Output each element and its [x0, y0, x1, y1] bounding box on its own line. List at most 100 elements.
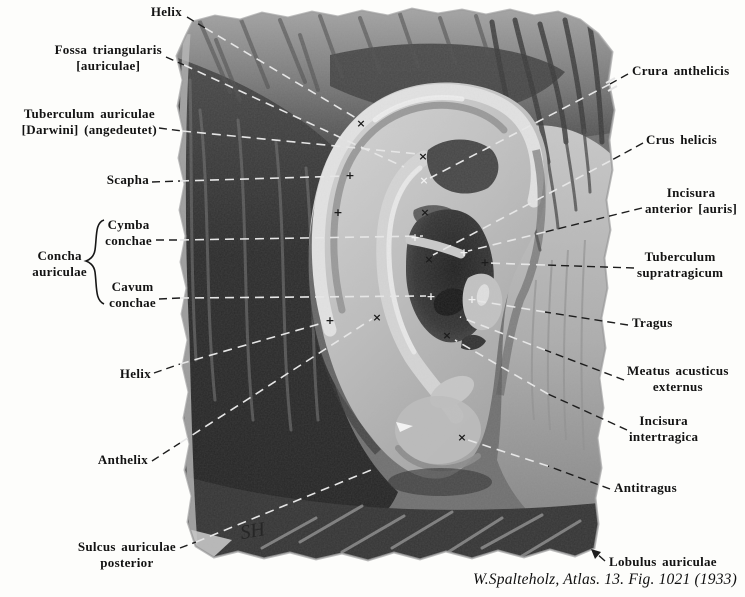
label-helix-top: Helix: [151, 4, 182, 20]
leader-cavum-light: [179, 295, 427, 299]
leader-incisura-anterior-light: [467, 231, 546, 252]
label-crura-anthelicis: Crura anthelicis: [632, 63, 729, 79]
leader-lobulus-dark: [595, 552, 606, 562]
leader-scapha-dark: [151, 180, 181, 183]
label-line: [Darwini] (angedeutet): [21, 121, 157, 137]
leader-sulcus-light: [195, 467, 377, 543]
label-line: externus: [652, 378, 703, 394]
leader-meatus-light: [459, 316, 546, 351]
label-line: Concha: [37, 248, 82, 263]
lobulus-arrowhead: [591, 549, 601, 559]
label-line: Helix: [150, 4, 182, 19]
leader-crura-light: [429, 83, 611, 179]
label-antitragus: Antitragus: [614, 480, 677, 496]
leader-tuberculum-supratragicum-dark: [544, 264, 635, 269]
leader-cymba-light: [179, 235, 424, 241]
label-line: Sulcus auriculae: [77, 539, 176, 554]
label-line: Lobulus auriculae: [609, 554, 717, 569]
label-helix-lower: Helix: [120, 366, 151, 382]
label-incisura-intertragica: Incisura intertragica: [629, 413, 698, 445]
marker-x: ×: [419, 174, 428, 187]
label-line: Tuberculum auriculae: [23, 106, 155, 121]
leader-sulcus-dark: [179, 541, 197, 549]
label-line: conchae: [105, 232, 152, 248]
torn-outline: [176, 8, 615, 561]
label-cymba-conchae: Cymba conchae: [105, 217, 152, 249]
leader-anthelix-light: [179, 318, 373, 444]
leader-cavum-dark: [158, 297, 181, 300]
marker-x: ×: [442, 329, 451, 342]
marker-plus: +: [410, 231, 419, 244]
leader-meatus-dark: [544, 349, 625, 381]
leader-incisura-intertragica-dark: [547, 393, 628, 431]
leader-scapha-light: [179, 175, 346, 182]
marker-plus: +: [325, 314, 334, 327]
label-line: [auriculae]: [76, 57, 141, 73]
label-line: Tragus: [632, 315, 673, 330]
label-line: Helix: [119, 366, 151, 381]
label-fossa-triangularis: Fossa triangularis [auriculae]: [55, 42, 162, 74]
marker-plus: +: [467, 293, 476, 306]
label-crus-helicis: Crus helicis: [646, 132, 717, 148]
leader-tuberculum-light: [181, 130, 419, 155]
label-line: Crus helicis: [646, 132, 717, 147]
label-line: Scapha: [106, 172, 149, 187]
marker-x: ×: [418, 150, 427, 163]
label-line: intertragica: [629, 428, 699, 444]
leader-incisura-intertragica-light: [454, 339, 549, 395]
marker-x: ×: [420, 206, 429, 219]
leader-tuberculum-dark: [158, 127, 183, 132]
label-lobulus-auriculae: Lobulus auriculae: [609, 554, 717, 570]
marker-plus: +: [426, 290, 435, 303]
leader-helix-top-dark: [186, 16, 206, 29]
marker-x: ×: [457, 431, 466, 444]
label-line: Fossa triangularis: [54, 42, 162, 57]
label-scapha: Scapha: [107, 172, 149, 188]
marker-x: ×: [356, 117, 365, 130]
label-tuberculum-auriculae: Tuberculum auriculae [Darwini] (angedeut…: [22, 106, 157, 138]
leader-anthelix-dark: [151, 442, 181, 462]
label-line: Anthelix: [97, 452, 148, 467]
marker-x: ×: [372, 311, 381, 324]
dark-markers: × × × × × × × + + + +: [325, 117, 489, 444]
label-anthelix: Anthelix: [98, 452, 148, 468]
leader-fossa-light: [183, 64, 405, 168]
label-line: conchae: [109, 294, 156, 310]
label-line: supratragicum: [637, 264, 724, 280]
label-sulcus-auriculae-posterior: Sulcus auriculae posterior: [78, 539, 176, 571]
marker-plus: +: [345, 169, 354, 182]
label-line: Tuberculum: [644, 249, 716, 264]
leader-lines-dark: [151, 16, 644, 562]
leader-lines-light: [179, 27, 618, 543]
target-markers: × × × × × × × + + + + × + + + +: [325, 117, 489, 444]
label-cavum-conchae: Cavum conchae: [109, 279, 156, 311]
label-meatus-acusticus-externus: Meatus acusticus externus: [627, 363, 729, 395]
leader-crus-dark: [609, 142, 644, 162]
crura-double-tick: [605, 77, 618, 92]
leader-helix-lower-dark: [153, 363, 181, 374]
label-line: Incisura: [666, 185, 716, 200]
label-line: auriculae: [32, 263, 87, 279]
label-tuberculum-supratragicum: Tuberculum supratragicum: [637, 249, 723, 281]
artwork: SH: [177, 9, 614, 560]
leader-crura-dark: [609, 73, 629, 85]
lobule-white-arrow: [396, 422, 413, 432]
paper-grain: [177, 9, 614, 560]
marker-x: ×: [424, 253, 433, 266]
label-tragus: Tragus: [632, 315, 673, 331]
marker-plus: +: [459, 246, 468, 259]
label-line: Crura anthelicis: [632, 63, 730, 78]
marker-plus: +: [333, 206, 342, 219]
figure-caption: W.Spalteholz, Atlas. 13. Fig. 1021 (1933…: [473, 571, 737, 588]
leader-fossa-dark: [165, 56, 185, 66]
label-line: Meatus acusticus: [627, 363, 729, 378]
leader-helix-lower-light: [179, 321, 327, 365]
leader-crus-light: [432, 160, 611, 256]
marker-plus: +: [480, 256, 489, 269]
label-line: Cymba: [107, 217, 150, 232]
label-line: Antitragus: [614, 480, 677, 495]
concha-bracket: [83, 219, 105, 305]
label-incisura-anterior: Incisura anterior [auris]: [645, 185, 737, 217]
